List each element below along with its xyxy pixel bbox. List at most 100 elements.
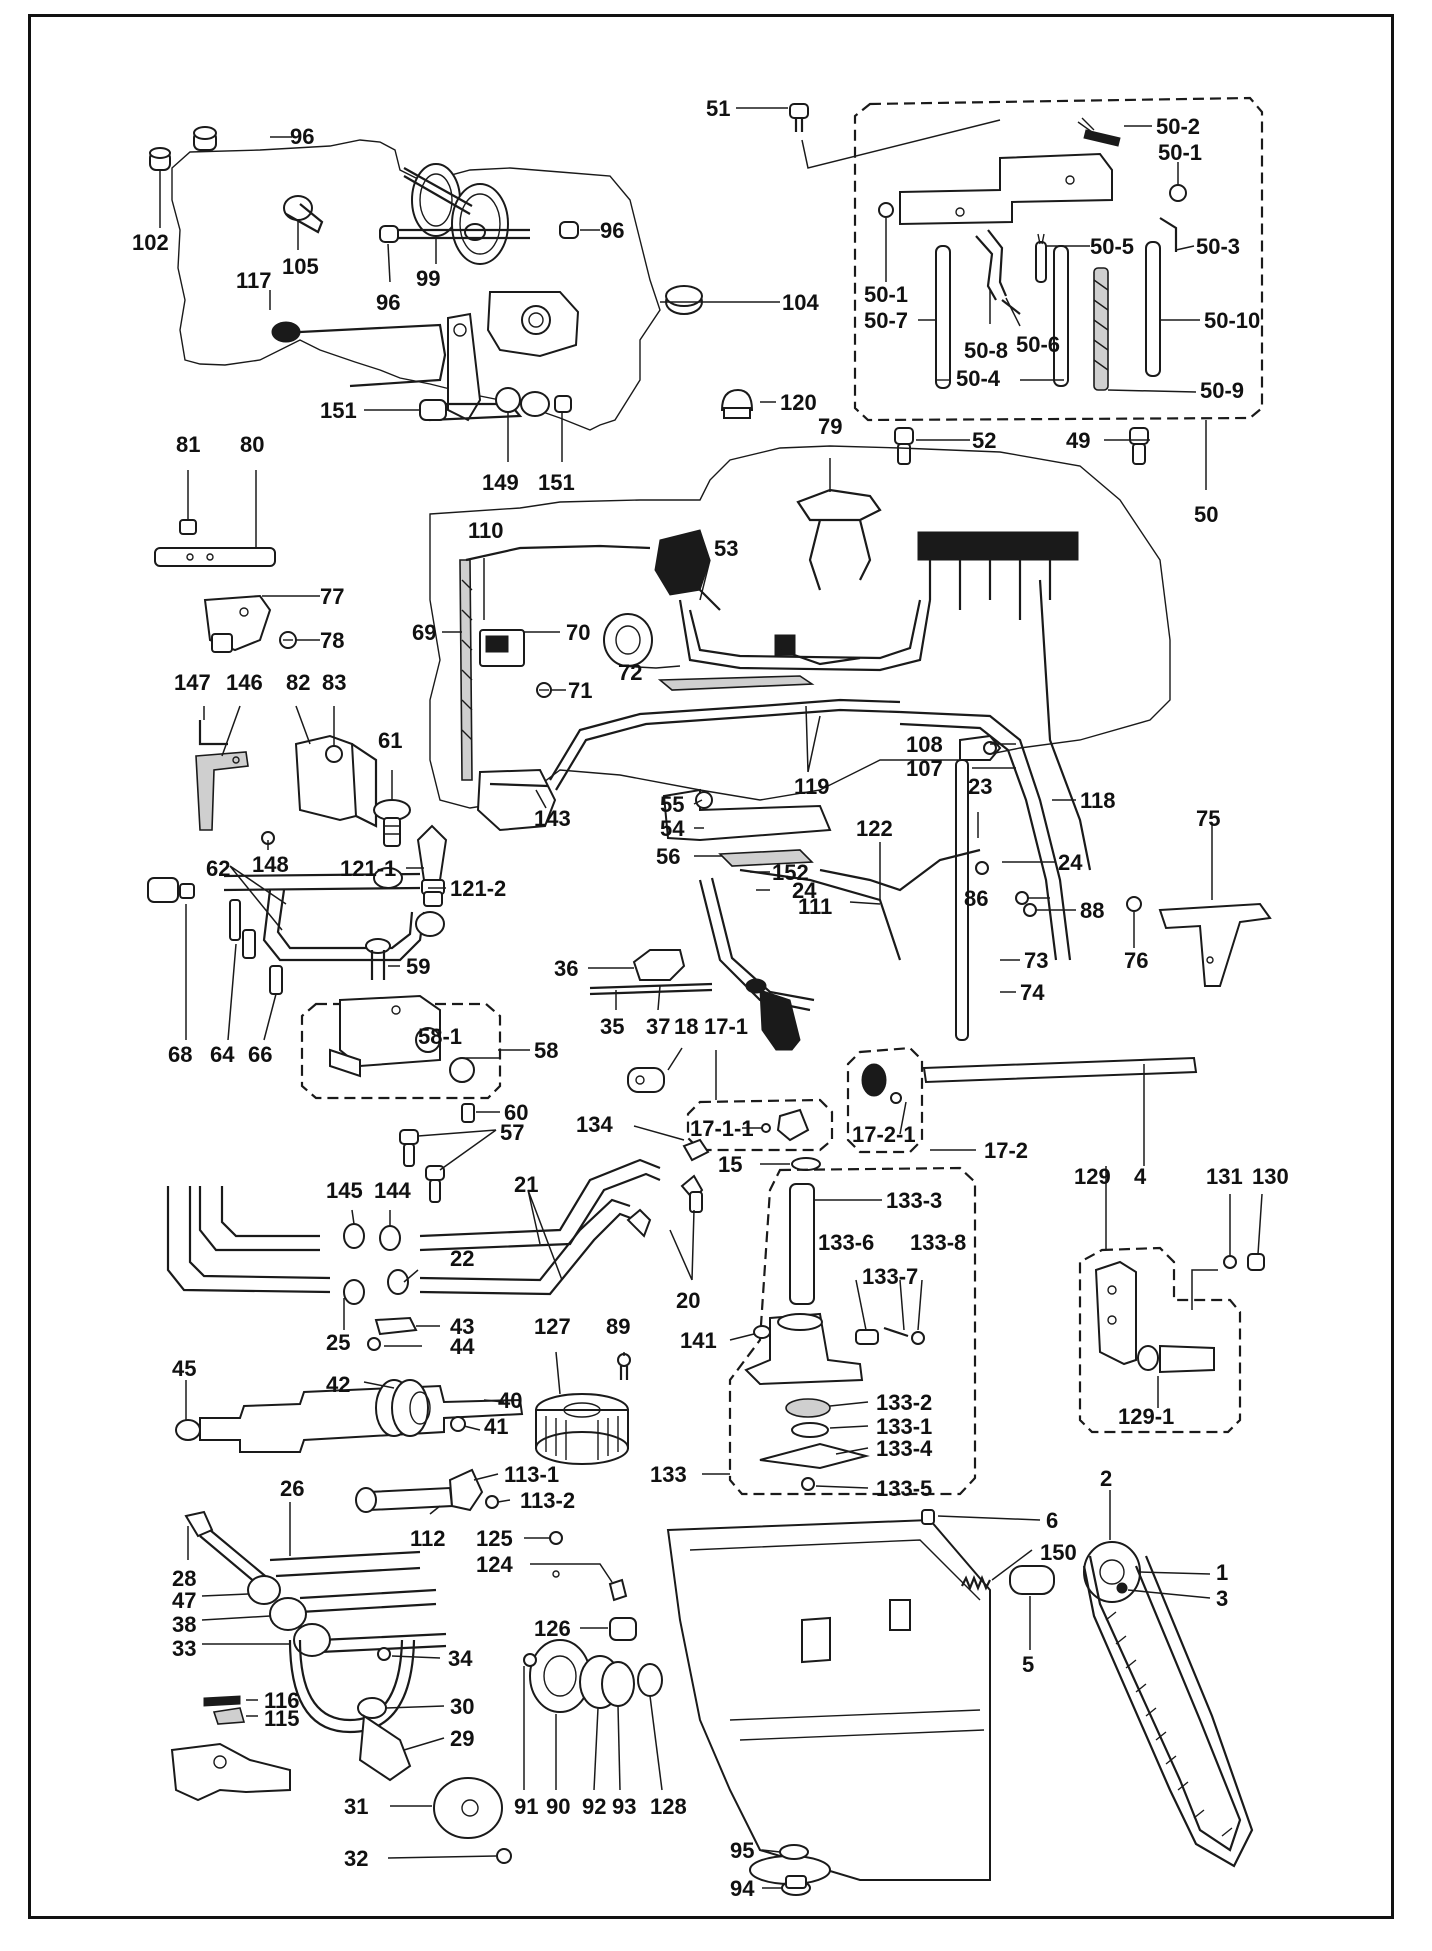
label-50-3: 50-3 xyxy=(1196,234,1240,259)
connector-79 xyxy=(796,488,882,591)
screw-81 xyxy=(179,519,197,535)
sleeve-5 xyxy=(1009,1565,1055,1595)
label-146: 146 xyxy=(226,670,263,695)
label-68: 68 xyxy=(168,1042,192,1067)
label-127: 127 xyxy=(534,1314,571,1339)
label-59: 59 xyxy=(406,954,430,979)
label-78: 78 xyxy=(320,628,344,653)
label-15: 15 xyxy=(718,1152,742,1177)
clamp-108-107 xyxy=(959,734,1002,761)
label-47: 47 xyxy=(172,1588,196,1613)
label-152: 152 xyxy=(772,860,809,885)
label-93: 93 xyxy=(612,1794,636,1819)
label-51: 51 xyxy=(706,96,730,121)
label-105: 105 xyxy=(282,254,319,279)
shaft-4 xyxy=(922,1056,1198,1084)
assembly-133-box xyxy=(728,1166,977,1496)
label-50-7: 50-7 xyxy=(864,308,908,333)
label-128: 128 xyxy=(650,1794,687,1819)
pin-113 xyxy=(355,1468,499,1513)
label-1: 1 xyxy=(1216,1560,1228,1585)
fittings-20-134 xyxy=(626,1138,710,1238)
label-129-1: 129-1 xyxy=(1118,1404,1174,1429)
label-95: 95 xyxy=(730,1838,754,1863)
spring-150 xyxy=(961,1575,991,1591)
label-148: 148 xyxy=(252,852,289,877)
label-30: 30 xyxy=(450,1694,474,1719)
screw-141 xyxy=(753,1325,771,1339)
label-54: 54 xyxy=(660,816,685,841)
coil-72 xyxy=(603,613,653,667)
screw-61 xyxy=(373,799,411,847)
label-113-2: 113-2 xyxy=(520,1488,575,1513)
bracket-143 xyxy=(476,768,557,832)
page-border xyxy=(28,14,1394,1919)
label-118: 118 xyxy=(1080,788,1116,813)
label-72: 72 xyxy=(618,660,642,685)
pins-64-66 xyxy=(229,899,283,995)
label-147: 147 xyxy=(174,670,211,695)
label-133-4: 133-4 xyxy=(876,1436,933,1461)
shaft-40-42 xyxy=(175,1379,524,1453)
label-4: 4 xyxy=(1134,1164,1147,1189)
label-32: 32 xyxy=(344,1846,368,1871)
bar-80 xyxy=(154,547,276,567)
label-129: 129 xyxy=(1074,1164,1111,1189)
label-124: 124 xyxy=(476,1552,513,1577)
label-24: 24 xyxy=(1058,850,1083,875)
pins-60-57 xyxy=(399,1103,475,1203)
label-151: 151 xyxy=(538,470,575,495)
harness-119 xyxy=(549,675,901,791)
stud-105 xyxy=(283,195,324,234)
box-17-2-1 xyxy=(846,1046,924,1154)
label-40: 40 xyxy=(498,1388,522,1413)
leader-lines xyxy=(159,107,1263,1889)
fittings-121 xyxy=(416,824,448,907)
label-110: 110 xyxy=(468,518,504,543)
label-122: 122 xyxy=(856,816,893,841)
label-151: 151 xyxy=(320,398,357,423)
bushing-30-29 xyxy=(357,1697,412,1782)
plate-104-region xyxy=(486,291,580,358)
connector-plug xyxy=(745,978,801,1051)
label-112: 112 xyxy=(410,1526,446,1551)
label-50-2: 50-2 xyxy=(1156,114,1200,139)
label-133-2: 133-2 xyxy=(876,1390,932,1415)
label-50-1: 50-1 xyxy=(1158,140,1202,165)
label-108: 108 xyxy=(906,732,943,757)
label-50-4: 50-4 xyxy=(956,366,1001,391)
switch-70 xyxy=(479,629,525,667)
cap-126 xyxy=(609,1617,637,1641)
bed-outline xyxy=(429,445,1171,809)
label-77: 77 xyxy=(320,584,344,609)
bracket-54-55 xyxy=(662,788,832,842)
box-17-1-1 xyxy=(686,1098,834,1152)
label-23: 23 xyxy=(968,774,992,799)
label-3: 3 xyxy=(1216,1586,1228,1611)
label-133-8: 133-8 xyxy=(910,1230,966,1255)
wire-50-5 xyxy=(1035,233,1047,283)
label-82: 82 xyxy=(286,670,310,695)
label-116: 116 xyxy=(264,1688,300,1713)
label-125: 125 xyxy=(476,1526,513,1551)
bracket-75 xyxy=(1158,902,1272,987)
label-96: 96 xyxy=(290,124,314,149)
label-66: 66 xyxy=(248,1042,272,1067)
label-86: 86 xyxy=(964,886,988,911)
plate-146 xyxy=(195,751,249,831)
label-62: 62 xyxy=(206,856,230,881)
label-50-8: 50-8 xyxy=(964,338,1008,363)
label-56: 56 xyxy=(656,844,680,869)
label-107: 107 xyxy=(906,756,943,781)
label-61: 61 xyxy=(378,728,402,753)
label-133-7: 133-7 xyxy=(862,1264,918,1289)
callout-labels: 96 102 105 117 96 96 99 104 151 149 151 … xyxy=(132,96,1289,1901)
wire-50-2 xyxy=(1077,117,1121,147)
cap-120 xyxy=(720,388,754,419)
screw-32 xyxy=(496,1848,512,1864)
screw-83 xyxy=(325,745,343,763)
label-38: 38 xyxy=(172,1612,196,1637)
screw-86-88-24 xyxy=(975,861,1037,917)
label-17-1: 17-1 xyxy=(704,1014,748,1039)
pulley-1-belt-2 xyxy=(1082,1541,1254,1868)
